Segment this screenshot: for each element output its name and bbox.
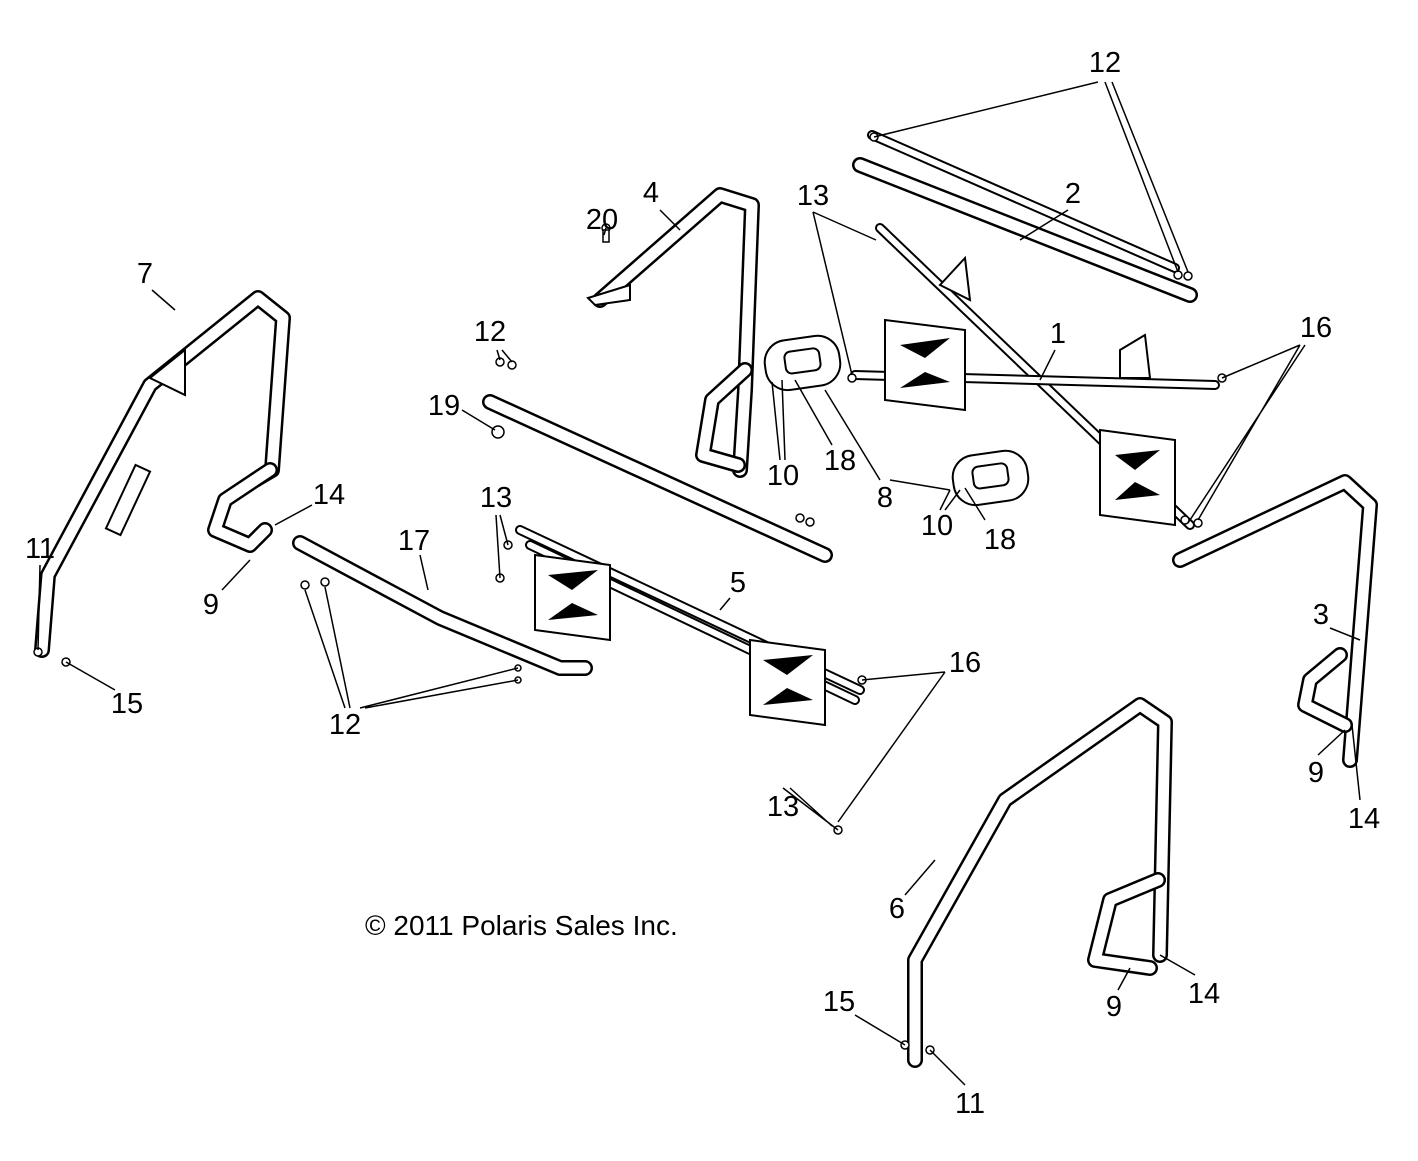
callout-12: 12 — [474, 316, 506, 348]
leader-lines — [37, 81, 1361, 1086]
part-17-left-cross-bar — [292, 535, 593, 676]
callout-12: 12 — [1089, 47, 1121, 79]
callout-9: 9 — [1308, 757, 1324, 789]
callout-19: 19 — [428, 390, 460, 422]
part-8-mirrors — [763, 334, 1030, 507]
callout-18: 18 — [984, 524, 1016, 556]
callout-14: 14 — [313, 479, 345, 511]
part-19-cross-bar — [482, 394, 833, 563]
callout-11: 11 — [955, 1088, 985, 1120]
callout-4: 4 — [643, 177, 659, 209]
part-6-left-front-roll-bar — [907, 697, 1173, 1068]
callout-3: 3 — [1313, 599, 1329, 631]
callout-18: 18 — [824, 445, 856, 477]
callout-5: 5 — [730, 567, 746, 599]
callout-17: 17 — [398, 525, 430, 557]
part-5-front-brace-assembly — [515, 525, 865, 727]
callout-9: 9 — [1106, 991, 1122, 1023]
callout-8: 8 — [877, 482, 893, 514]
part-7-left-rear-roll-bar — [34, 290, 291, 658]
callout-16: 16 — [949, 647, 981, 679]
callout-7: 7 — [137, 258, 153, 290]
callout-10: 10 — [767, 460, 799, 492]
callout-10: 10 — [921, 510, 953, 542]
callout-13: 13 — [767, 791, 799, 823]
callout-9: 9 — [203, 589, 219, 621]
callout-15: 15 — [823, 986, 855, 1018]
callout-13: 13 — [797, 180, 829, 212]
part-3-right-rear-roll-bar — [1172, 474, 1378, 768]
callout-16: 16 — [1300, 312, 1332, 344]
part-1-rear-brace-assembly — [850, 223, 1220, 530]
callout-12: 12 — [329, 709, 361, 741]
callout-20: 20 — [586, 204, 618, 236]
callout-13: 13 — [480, 482, 512, 514]
callout-11: 11 — [25, 533, 55, 565]
callout-2: 2 — [1065, 178, 1081, 210]
callout-1: 1 — [1050, 318, 1066, 350]
callout-6: 6 — [889, 893, 905, 925]
callout-15: 15 — [111, 688, 143, 720]
callout-14: 14 — [1348, 803, 1380, 835]
part-2-rear-cross-bar — [852, 130, 1198, 303]
copyright-notice: © 2011 Polaris Sales Inc. — [365, 910, 678, 941]
callout-14: 14 — [1188, 978, 1220, 1010]
part-4-right-front-roll-bar — [586, 187, 760, 478]
callout-labels: 12 2 13 20 4 7 16 1 12 19 10 18 8 10 18 … — [25, 47, 1380, 1120]
